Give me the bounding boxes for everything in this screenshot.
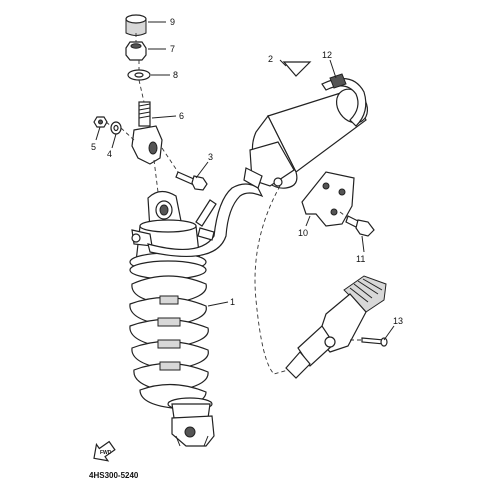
part-2-reservoir[interactable]: [243, 61, 374, 189]
part-13-screw[interactable]: [361, 337, 388, 347]
part-6-upper-mount[interactable]: [131, 101, 163, 165]
callout-2: 2: [268, 54, 273, 64]
diagram-code: 4HS300-5240: [89, 471, 139, 480]
preload-adjuster[interactable]: [285, 275, 387, 379]
part-8-washer[interactable]: [127, 69, 151, 81]
callout-6: 6: [179, 111, 184, 121]
callout-9: 9: [170, 17, 175, 27]
forward-label: FWD: [100, 450, 112, 456]
part-4-washer[interactable]: [110, 121, 122, 135]
callout-10: 10: [298, 228, 308, 238]
part-11-bolt[interactable]: [345, 215, 375, 237]
part-5-nut[interactable]: [93, 116, 108, 128]
callout-7: 7: [170, 44, 175, 54]
callout-13: 13: [393, 316, 403, 326]
forward-arrow-icon: [93, 440, 116, 462]
callout-11: 11: [356, 254, 365, 264]
callout-1: 1: [230, 297, 235, 307]
part-10-bracket[interactable]: [301, 171, 355, 227]
callout-4: 4: [107, 149, 112, 159]
part-3-bolt[interactable]: [175, 171, 208, 191]
callout-8: 8: [173, 70, 178, 80]
part-9-cap[interactable]: [125, 14, 147, 36]
callout-12: 12: [322, 50, 332, 60]
callout-3: 3: [208, 152, 213, 162]
part-7-nut[interactable]: [125, 41, 147, 61]
part-12-band-clamp[interactable]: [321, 73, 367, 127]
callout-5: 5: [91, 142, 96, 152]
assembly-lines: [105, 33, 362, 375]
leader-lines: [95, 21, 395, 341]
reservoir-hose: [147, 183, 264, 258]
